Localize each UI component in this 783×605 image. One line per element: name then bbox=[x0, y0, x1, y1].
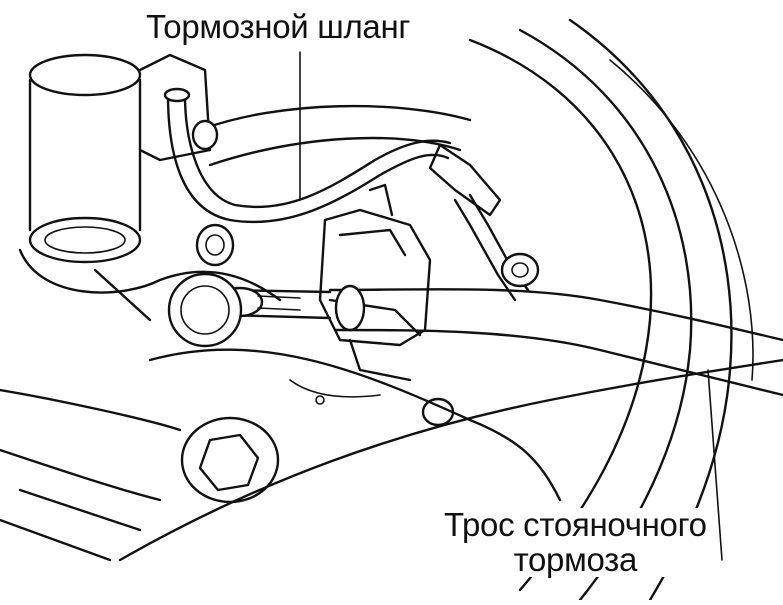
strut-mount bbox=[18, 53, 282, 322]
parking-brake-cable-label-line2: тормоза bbox=[513, 540, 638, 578]
leader-lines bbox=[299, 51, 723, 561]
bolts bbox=[191, 119, 540, 427]
brake-hose-label: Тормозной шланг bbox=[142, 9, 415, 45]
wheel-cylinder bbox=[318, 183, 432, 382]
parking-brake-cable-label-line1: Трос стояночного bbox=[444, 506, 707, 543]
parking-brake-cable bbox=[216, 284, 783, 397]
lower-arm bbox=[0, 272, 783, 562]
parking-brake-cable-label: Трос стояночного тормоза bbox=[440, 506, 711, 578]
